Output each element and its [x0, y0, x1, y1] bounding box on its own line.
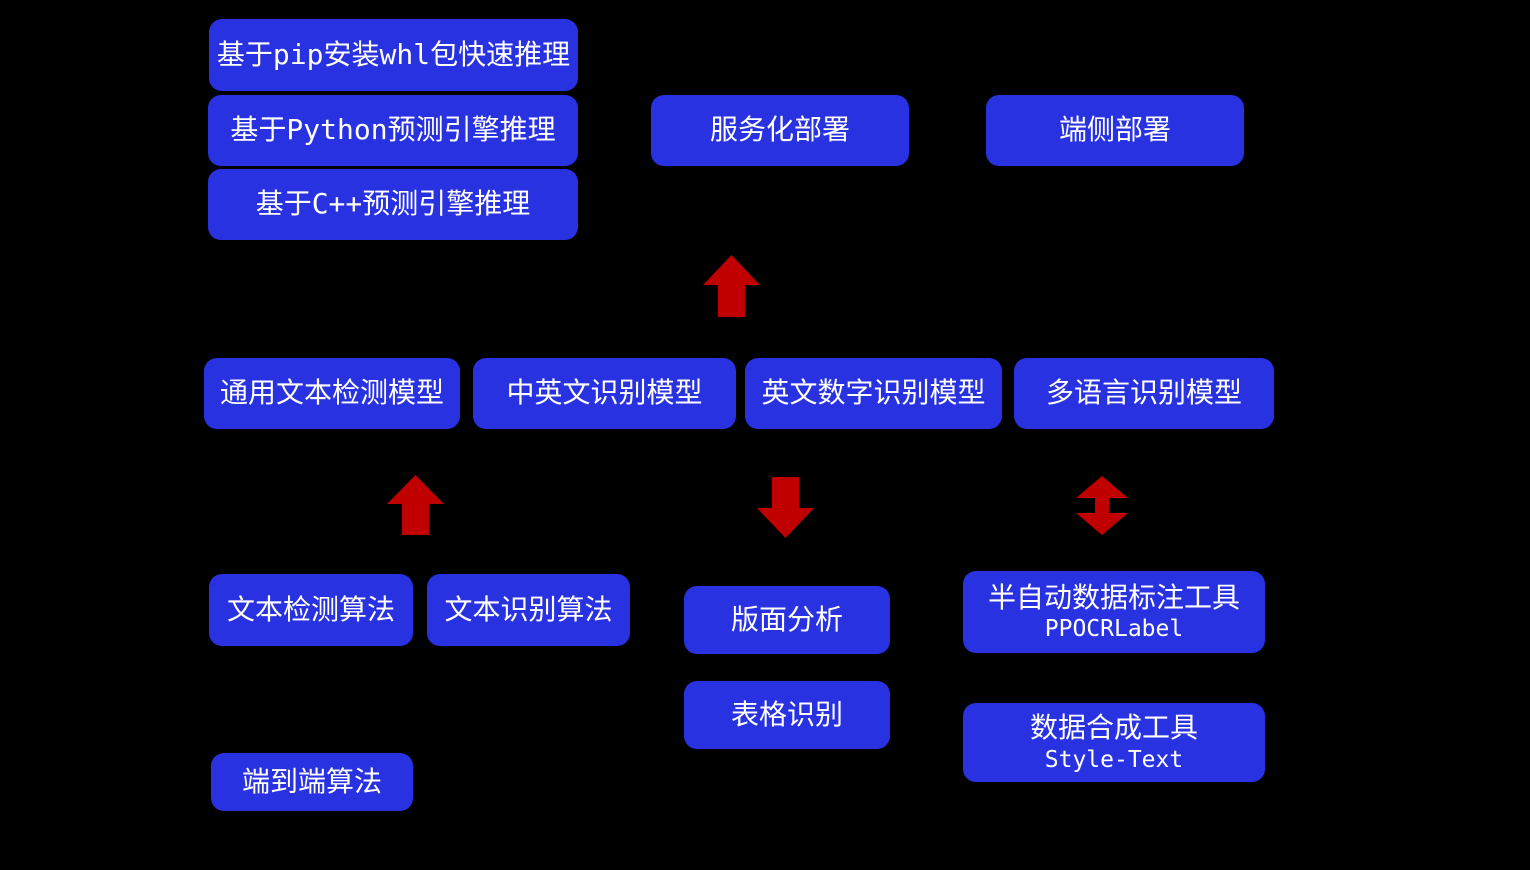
node-ppocrlabel-tool: 半自动数据标注工具 PPOCRLabel	[963, 571, 1265, 653]
arrow-up-down-shape	[1076, 476, 1128, 535]
arrow-up-shape	[703, 255, 760, 317]
node-label: 基于pip安装whl包快速推理	[216, 37, 571, 71]
node-label: 文本检测算法	[226, 592, 395, 626]
node-general-text-detection-model: 通用文本检测模型	[204, 358, 460, 429]
node-label: 多语言识别模型	[1045, 376, 1242, 410]
node-label: 通用文本检测模型	[219, 376, 444, 410]
node-label: 版面分析	[730, 602, 843, 636]
node-serving-deployment: 服务化部署	[651, 95, 909, 166]
arrow-down-shape	[757, 477, 814, 538]
node-label: 英文数字识别模型	[761, 376, 986, 410]
node-label: 半自动数据标注工具	[987, 580, 1240, 614]
node-label: 基于Python预测引擎推理	[230, 113, 556, 147]
node-cpp-engine-inference: 基于C++预测引擎推理	[208, 169, 578, 240]
node-end-to-end-algorithm: 端到端算法	[211, 753, 413, 811]
node-python-engine-inference: 基于Python预测引擎推理	[208, 95, 578, 166]
node-text-recognition-algorithm: 文本识别算法	[427, 574, 630, 646]
node-multilingual-recognition-model: 多语言识别模型	[1014, 358, 1274, 429]
node-label: 端侧部署	[1058, 113, 1171, 147]
node-layout-analysis: 版面分析	[684, 586, 890, 654]
arrow-up-icon	[703, 255, 760, 317]
arrow-up-down-icon	[1076, 476, 1128, 535]
arrow-up-icon	[387, 475, 444, 535]
node-edge-deployment: 端侧部署	[986, 95, 1244, 166]
node-text-detection-algorithm: 文本检测算法	[209, 574, 413, 646]
node-label: 端到端算法	[241, 764, 382, 798]
node-label: 表格识别	[730, 697, 843, 731]
node-label: 基于C++预测引擎推理	[255, 187, 531, 221]
node-sublabel: Style-Text	[1044, 746, 1184, 773]
arrow-down-icon	[757, 477, 814, 538]
node-pip-whl-inference: 基于pip安装whl包快速推理	[209, 19, 578, 91]
node-sublabel: PPOCRLabel	[1044, 616, 1184, 643]
node-label: 服务化部署	[709, 113, 850, 147]
node-style-text-tool: 数据合成工具 Style-Text	[963, 703, 1265, 782]
node-label: 数据合成工具	[1029, 711, 1198, 745]
arrow-up-shape	[387, 475, 444, 535]
node-ch-en-recognition-model: 中英文识别模型	[473, 358, 736, 429]
node-en-digit-recognition-model: 英文数字识别模型	[745, 358, 1002, 429]
node-label: 文本识别算法	[444, 592, 613, 626]
node-label: 中英文识别模型	[506, 376, 703, 410]
node-table-recognition: 表格识别	[684, 681, 890, 749]
